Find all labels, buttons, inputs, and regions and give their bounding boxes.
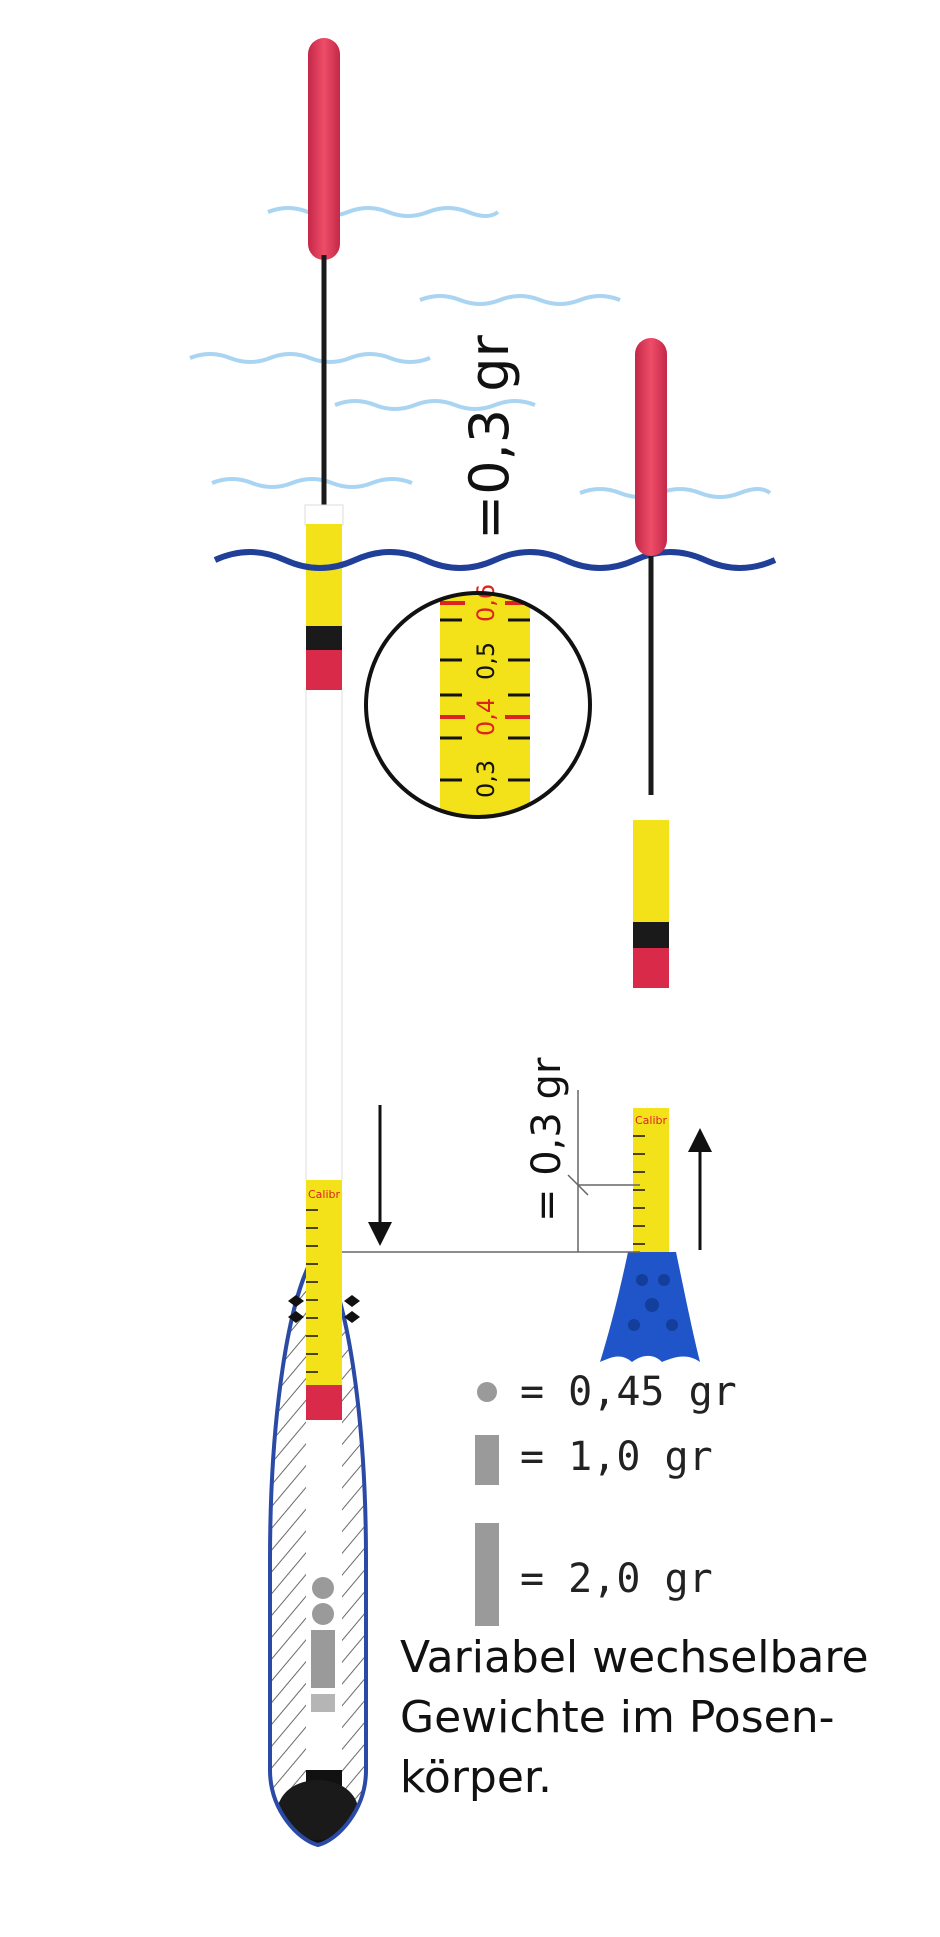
reference-lines [342,1090,640,1253]
magnifier-label: 0,6 [472,584,500,622]
magnifier-label: 0,5 [472,642,500,680]
right-scale-label: Calibr [635,1114,668,1127]
weight-label-side: = 0,3 gr [524,1057,570,1222]
magnifier-label: 0,4 [472,698,500,736]
right-white-stem [633,988,669,1108]
right-black-band [633,922,669,948]
left-white-stem [306,690,342,1180]
body-weight-ball [312,1577,334,1599]
legend-long-bar-icon [475,1523,499,1626]
right-yellow-band [633,820,669,922]
left-scale-label: Calibr [308,1188,341,1201]
right-red-band [633,948,669,988]
right-float: Calibr [600,338,700,1362]
legend-short-bar-icon [475,1435,499,1485]
caption-line: körper. [400,1752,552,1803]
legend-label: = 1,0 gr [520,1434,713,1480]
left-antenna-tip [308,38,340,260]
magnifier-label: 0,3 [472,760,500,798]
left-red-band [306,650,342,690]
weight-label-top: =0,3 gr [458,334,521,540]
water-surface [213,549,777,571]
magnifier: 0,3 0,4 0,5 0,6 [364,584,592,819]
legend-label: = 0,45 gr [520,1369,737,1415]
left-black-band [306,626,342,650]
right-antenna-tip [635,338,667,556]
legend-label: = 2,0 gr [520,1556,713,1602]
caption: Variabel wechselbare Gewichte im Posen- … [400,1628,920,1808]
left-yellow-band [306,524,342,626]
right-calibration-scale: Calibr [633,1108,669,1253]
body-weight-bar [311,1630,335,1688]
caption-line: Variabel wechselbare [400,1632,869,1683]
body-weight-bar [311,1694,335,1712]
body-weights [311,1577,335,1712]
up-arrow [688,1128,712,1250]
down-arrow [368,1105,392,1246]
body-weight-ball [312,1603,334,1625]
weight-legend: = 0,45 gr = 1,0 gr = 2,0 gr [475,1369,737,1626]
left-calibration-scale: Calibr [288,1180,360,1420]
caption-line: Gewichte im Posen- [400,1692,835,1743]
legend-ball-icon [477,1382,497,1402]
ripples [189,206,772,499]
left-float: Calibr [268,38,368,1848]
